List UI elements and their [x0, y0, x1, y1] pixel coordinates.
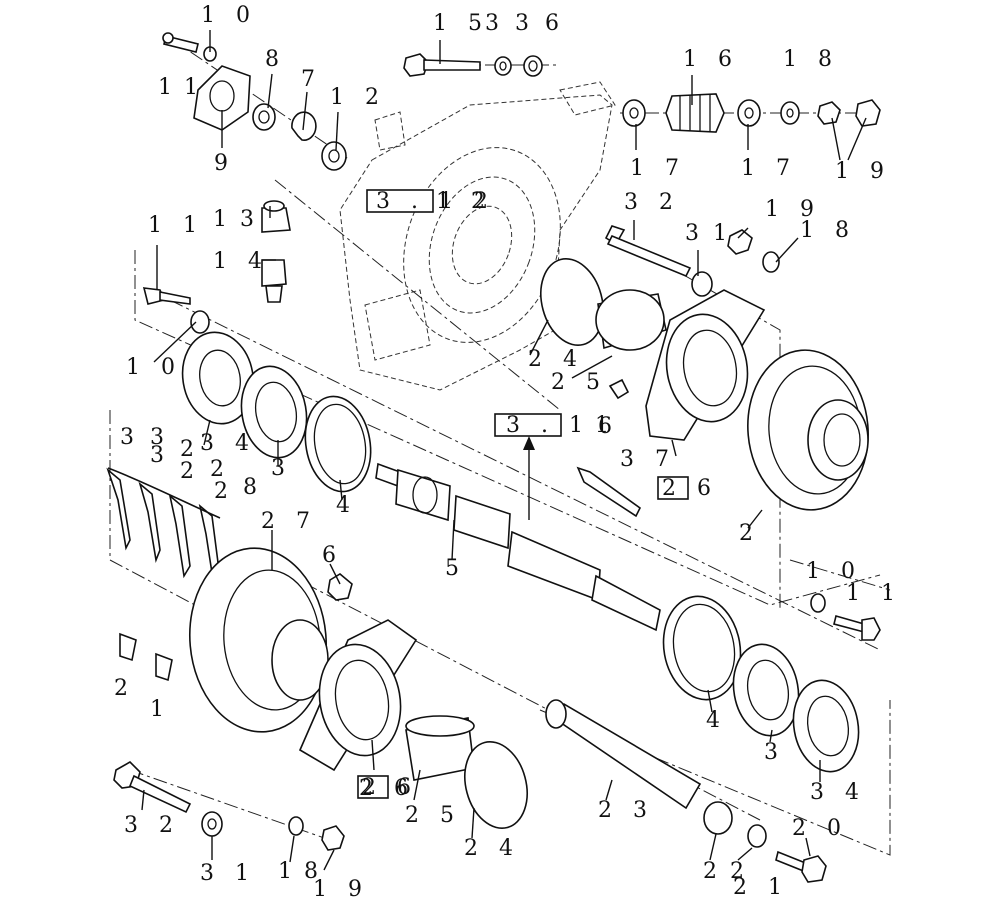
part-callout[interactable]: 1 1	[846, 581, 902, 606]
part-callout[interactable]: 1	[713, 221, 734, 246]
part-callout[interactable]: 1 2	[330, 85, 386, 110]
part-callout[interactable]: 2	[703, 859, 724, 884]
part-callout[interactable]: 6	[322, 543, 343, 568]
part-callout[interactable]: 3	[240, 207, 261, 232]
lower-left-hub-group	[106, 467, 353, 733]
part-callout[interactable]: 2 4	[464, 836, 520, 861]
part-callout[interactable]: 3	[271, 456, 292, 481]
leader-lines	[141, 30, 867, 871]
part-callout[interactable]: 2 7	[261, 509, 317, 534]
part-callout[interactable]: 3 2	[124, 813, 180, 838]
part-callout[interactable]: 1 8	[783, 47, 839, 72]
part-callout[interactable]: 5	[445, 556, 466, 581]
part-callout[interactable]: 1	[184, 75, 205, 100]
part-callout[interactable]: 2	[180, 437, 201, 462]
lower-right-group	[545, 593, 881, 883]
bottom-left-bolt-group	[113, 761, 345, 851]
part-callout[interactable]: 1 0	[201, 3, 257, 28]
part-callout[interactable]: 1 6	[683, 47, 739, 72]
part-callout[interactable]: 1 9	[313, 877, 369, 902]
part-callout[interactable]: 8	[304, 859, 325, 884]
part-callout[interactable]: 2	[180, 459, 201, 484]
part-callout[interactable]: 3	[150, 425, 171, 450]
main-shaft	[375, 462, 661, 632]
ref-box-26-left[interactable]: 2 6	[357, 775, 418, 800]
part-callout[interactable]: 2 3	[598, 798, 654, 823]
svg-text:2 6: 2 6	[362, 775, 418, 800]
part-callout[interactable]: 3	[150, 443, 171, 468]
part-callout[interactable]: 2 4	[528, 347, 584, 372]
part-callout[interactable]: 1 0	[126, 355, 182, 380]
part-callout[interactable]: 1 5	[433, 11, 489, 36]
part-callout[interactable]: 8	[265, 47, 286, 72]
part-callout[interactable]: 3	[120, 425, 141, 450]
part-callout[interactable]: 6	[545, 11, 566, 36]
part-callout[interactable]: 2	[730, 859, 751, 884]
part-callout[interactable]: 3 4	[810, 780, 866, 805]
part-callout[interactable]: 1 8	[800, 218, 856, 243]
part-callout[interactable]: 1 0	[806, 559, 862, 584]
part-callout[interactable]: 3 2	[624, 190, 680, 215]
part-callout[interactable]: 1	[158, 75, 179, 100]
part-callout[interactable]: 1 9	[765, 197, 821, 222]
part-callout[interactable]: 2 5	[551, 370, 607, 395]
part-callout[interactable]: 4	[706, 708, 727, 733]
part-callout[interactable]: 2	[210, 457, 231, 482]
part-callout[interactable]: 2 5	[405, 803, 461, 828]
part-callout[interactable]: 3	[764, 740, 785, 765]
right-bearing-group	[540, 225, 869, 518]
top-left-flange-group	[162, 32, 347, 171]
part-callout[interactable]: 3	[485, 11, 506, 36]
part-callout[interactable]: 2	[214, 479, 235, 504]
part-callout[interactable]: 9	[214, 151, 235, 176]
part-callout[interactable]: 1	[150, 697, 171, 722]
part-callout[interactable]: 2 1	[733, 875, 789, 900]
top-right-spring-group	[622, 93, 881, 133]
part-callout[interactable]: 2	[739, 521, 760, 546]
part-callout[interactable]: 4	[336, 493, 357, 518]
svg-text:3 . 1: 3 . 1	[506, 413, 590, 438]
part-callout[interactable]: 1 7	[741, 156, 797, 181]
top-bolt-group	[403, 53, 543, 77]
stud-group	[261, 200, 291, 303]
part-callout[interactable]: 2 0	[792, 816, 848, 841]
part-callout[interactable]: 1	[213, 207, 234, 232]
part-callout[interactable]: 2	[114, 676, 135, 701]
svg-text:3 . 1 2: 3 . 1 2	[376, 189, 495, 214]
part-callout[interactable]: 3 4	[200, 431, 256, 456]
part-callout[interactable]: 3 7	[620, 447, 676, 472]
part-callout[interactable]: 1 2	[436, 189, 492, 214]
left-bearing-group	[142, 287, 372, 493]
part-callout[interactable]: 6	[598, 414, 619, 439]
ref-box-26-right[interactable]: 2 6	[657, 476, 718, 501]
part-callout[interactable]: 1	[595, 413, 616, 438]
part-callout[interactable]: 1 4	[213, 249, 269, 274]
part-callout[interactable]: 3 1	[200, 861, 256, 886]
part-callout[interactable]: 8	[243, 475, 264, 500]
part-callout[interactable]: 1 9	[835, 159, 891, 184]
lower-middle-group	[298, 619, 528, 830]
part-callout[interactable]: 1 7	[630, 156, 686, 181]
reference-boxes: 3 . 1 2 3 . 1 2 6 2 6	[357, 189, 718, 800]
part-callout[interactable]: 3	[515, 11, 536, 36]
part-callout[interactable]: 7	[301, 67, 322, 92]
part-callout[interactable]: 1 1	[148, 213, 204, 238]
ref-box-3-1[interactable]: 3 . 1	[494, 413, 590, 438]
part-callout[interactable]: 3	[685, 221, 706, 246]
part-callout[interactable]: 1	[278, 859, 299, 884]
part-callout[interactable]: 2 6	[359, 776, 415, 801]
reference-arrow	[523, 436, 535, 520]
ref-box-3-12[interactable]: 3 . 1 2	[366, 189, 495, 214]
svg-text:2 6: 2 6	[662, 476, 718, 501]
